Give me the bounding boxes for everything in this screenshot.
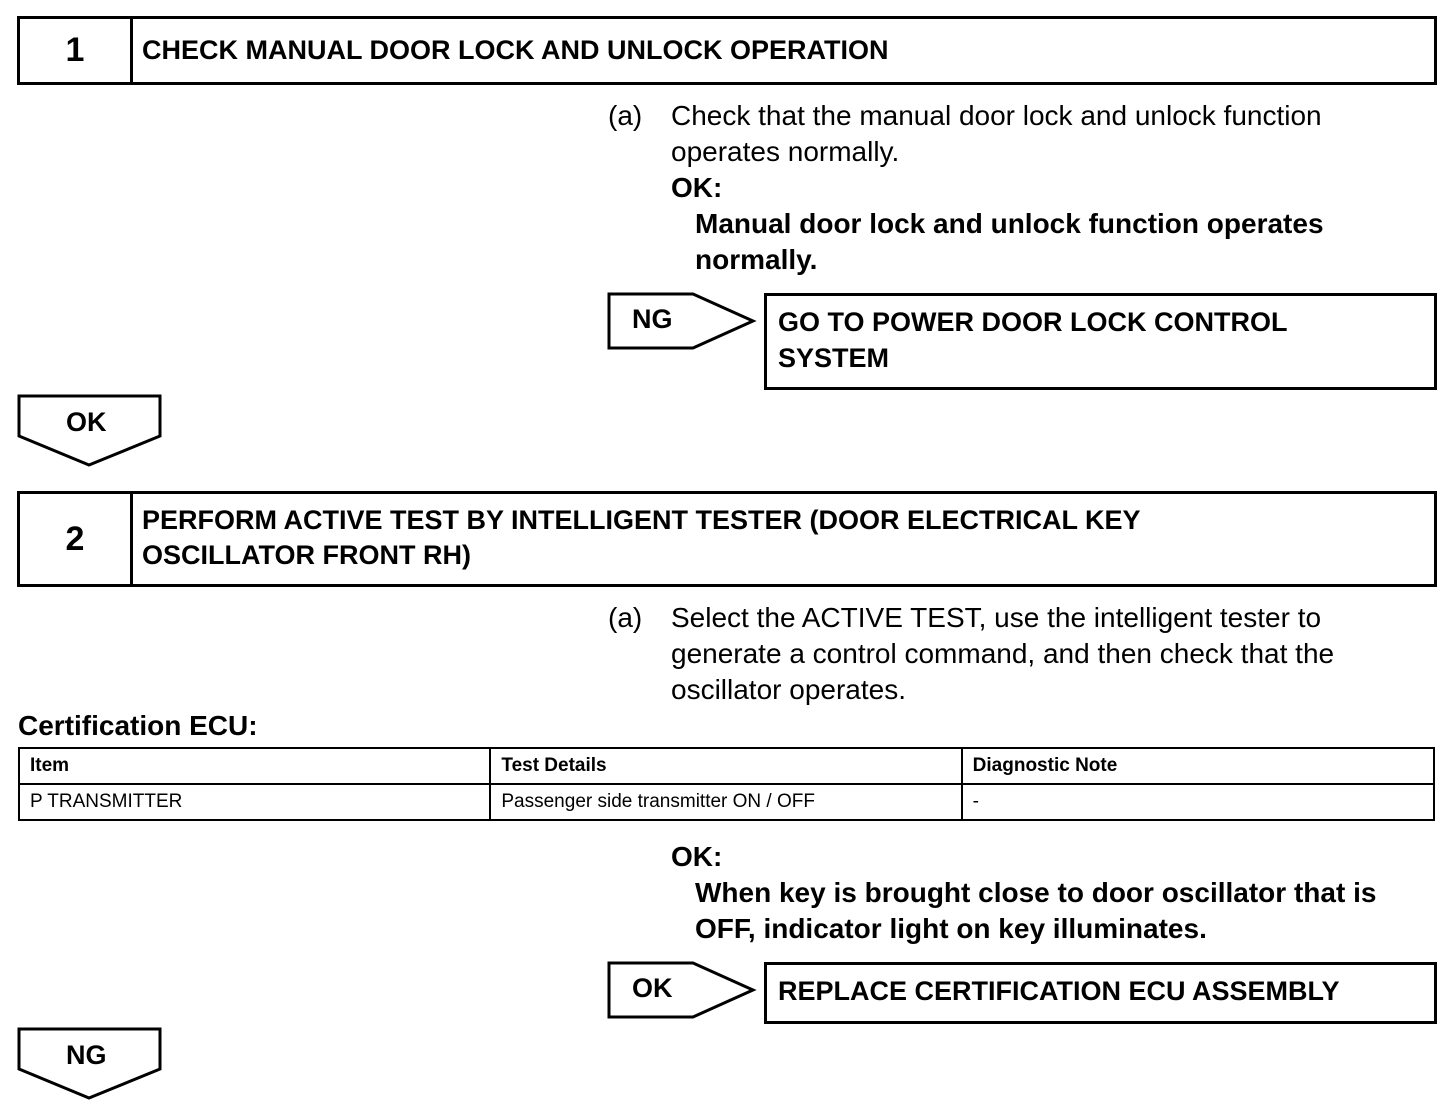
step-2-instruction-line-3: oscillator operates. (671, 674, 907, 705)
step-2-branch-text: REPLACE CERTIFICATION ECU ASSEMBLY (778, 976, 1340, 1006)
column-header-diagnostic-note: Diagnostic Note (960, 747, 1436, 785)
step-1-instruction-line-2: operates normally. (671, 136, 900, 167)
step-2-instruction-marker: (a) (608, 602, 643, 633)
step-2-number: 2 (20, 494, 133, 584)
step-2-instruction-line-1: Select the ACTIVE TEST, use the intellig… (671, 602, 1322, 633)
step-1-flow-label: OK (66, 407, 107, 437)
step-2-flow-label: NG (66, 1040, 107, 1070)
step-1-instruction-marker: (a) (608, 100, 643, 131)
step-2-branch-box: REPLACE CERTIFICATION ECU ASSEMBLY (764, 962, 1437, 1024)
step-1-instruction-line-1: Check that the manual door lock and unlo… (671, 100, 1322, 131)
step-1-title: CHECK MANUAL DOOR LOCK AND UNLOCK OPERAT… (142, 35, 889, 65)
step-2-ok-heading: OK: (671, 841, 723, 872)
step-2-branch-label: OK (632, 973, 673, 1003)
step-1-number: 1 (20, 19, 133, 82)
table-cell-test-details: Passenger side transmitter ON / OFF (489, 783, 963, 821)
step-1-branch-line-2: SYSTEM (778, 343, 890, 373)
step-1-ok-line-1: Manual door lock and unlock function ope… (695, 208, 1324, 239)
ng-down-arrow-icon (17, 1027, 162, 1100)
step-1-branch-line-1: GO TO POWER DOOR LOCK CONTROL (778, 307, 1288, 337)
column-header-test-details: Test Details (489, 747, 963, 785)
column-header-item: Item (17, 747, 492, 785)
step-1-ok-line-2: normally. (695, 244, 818, 275)
ng-arrow-icon (607, 292, 757, 350)
table-title: Certification ECU: (18, 710, 258, 741)
table-header-row: Item Test Details Diagnostic Note (17, 747, 1436, 785)
table-row: P TRANSMITTER Passenger side transmitter… (17, 783, 1436, 821)
step-2-title-line-2: OSCILLATOR FRONT RH) (142, 540, 471, 570)
step-2-header: 2 PERFORM ACTIVE TEST BY INTELLIGENT TES… (17, 491, 1437, 587)
step-1-branch-label: NG (632, 304, 673, 334)
ok-arrow-icon (607, 961, 757, 1019)
step-2-title-line-1: PERFORM ACTIVE TEST BY INTELLIGENT TESTE… (142, 505, 1141, 535)
table-cell-diagnostic-note: - (960, 783, 1436, 821)
ok-down-arrow-icon (17, 394, 162, 467)
certification-ecu-table: Item Test Details Diagnostic Note P TRAN… (17, 747, 1436, 821)
table-cell-item: P TRANSMITTER (17, 783, 492, 821)
step-1-header: 1 CHECK MANUAL DOOR LOCK AND UNLOCK OPER… (17, 16, 1437, 85)
step-1-ok-heading: OK: (671, 172, 723, 203)
step-2-ok-line-2: OFF, indicator light on key illuminates. (695, 913, 1207, 944)
step-2-instruction-line-2: generate a control command, and then che… (671, 638, 1335, 669)
step-2-ok-line-1: When key is brought close to door oscill… (695, 877, 1377, 908)
step-1-branch-box: GO TO POWER DOOR LOCK CONTROL SYSTEM (764, 293, 1437, 390)
